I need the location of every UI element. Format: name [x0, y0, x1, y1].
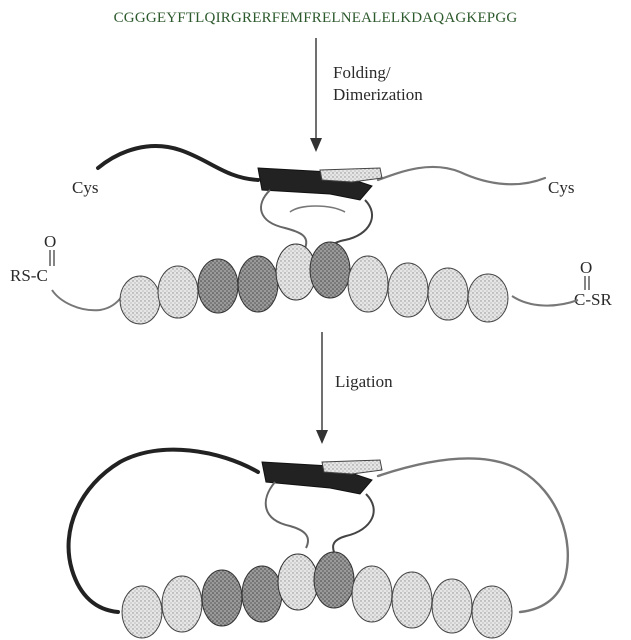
ligated-structure	[69, 450, 568, 638]
helix-bottom-left	[122, 554, 318, 638]
arrow-folding	[310, 38, 322, 152]
helix-right	[310, 242, 508, 322]
helix-left	[120, 244, 316, 324]
arrow-ligation	[316, 332, 328, 444]
dimer-structure	[50, 146, 589, 324]
helix-bottom-right	[314, 552, 512, 638]
